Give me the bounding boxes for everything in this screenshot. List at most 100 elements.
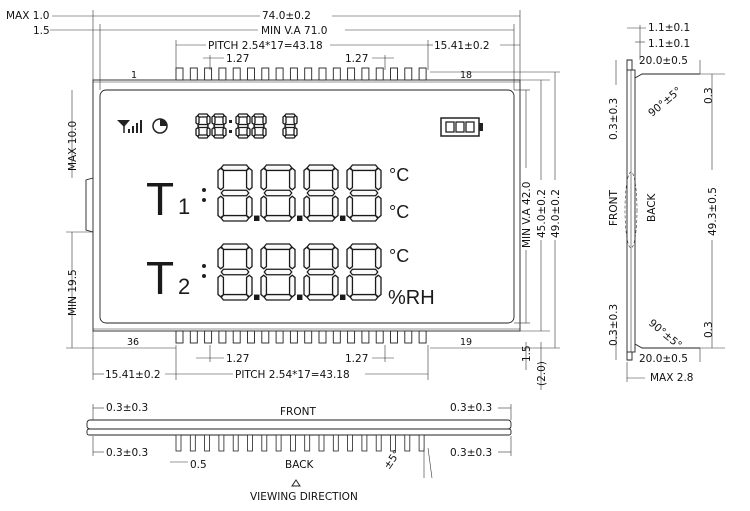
decimal-point (254, 294, 260, 300)
dim-max-top: MAX 1.0 (6, 10, 49, 22)
bottom-pin (247, 434, 253, 452)
bottom-pin (361, 434, 368, 452)
bottom-glass (86, 419, 512, 430)
pin-bottom (418, 330, 427, 344)
pin-top (361, 67, 370, 81)
pin-top (232, 67, 241, 81)
pin-bottom (218, 330, 227, 344)
pin-top (404, 67, 413, 81)
side-dim-5: 0.3 (703, 321, 715, 338)
pin-bottom (332, 330, 341, 344)
bottom-bottom-left: 0.3±0.3 (106, 447, 148, 459)
pin-top (390, 67, 398, 81)
clock-icon (152, 118, 168, 134)
unit-humidity: %RH (388, 287, 435, 309)
clock-digit (195, 113, 211, 139)
side-angle-top: 90°±5° (646, 85, 684, 119)
bottom-pin-width: 0.5 (190, 459, 207, 471)
unit-celsius-1: °C (389, 165, 409, 185)
signal-icon (117, 120, 142, 133)
dim-bottom-offset: 1.5 (521, 345, 533, 362)
side-dim-1: 1.1±0.1 (648, 22, 690, 34)
decimal-point (254, 215, 260, 221)
side-height: 49.3±0.5 (707, 187, 719, 236)
bottom-pin (218, 434, 225, 452)
pin-top (347, 67, 356, 81)
bottom-pin (261, 434, 268, 452)
bottom-bottom-right: 0.3±0.3 (450, 447, 492, 459)
clock-digit (211, 113, 227, 139)
pin-label-last-bottom: 19 (460, 337, 472, 348)
pin-top (218, 67, 227, 81)
front-dimensions: MAX 1.0 1.5 74.0±0.2 MIN V.A 71.0 PITCH … (6, 10, 562, 390)
dim-top-offset: 1.5 (33, 25, 50, 37)
pin-bottom (361, 330, 370, 344)
pin-top (332, 67, 341, 81)
dim-pin-pitch-right-top: 1.27 (345, 53, 368, 65)
side-front-label: FRONT (608, 190, 620, 226)
side-view: 1.1±0.1 1.1±0.1 20.0±0.5 0.3 90°±5° 0.3±… (608, 22, 725, 384)
temp2-digit (346, 243, 382, 301)
decimal-point (340, 215, 346, 221)
pin-bottom (189, 330, 198, 344)
pin-top (247, 67, 255, 81)
dim-bottom-offset-ref: (2.0) (536, 361, 548, 386)
viewing-area-outline (99, 89, 515, 324)
clock-digits (195, 113, 298, 139)
temp1-digit (303, 164, 346, 222)
side-back-label: BACK (646, 192, 658, 222)
decimal-point (340, 294, 346, 300)
side-dim-2: 1.1±0.1 (648, 38, 690, 50)
t2-label: T (146, 252, 174, 304)
clock-digit (282, 113, 298, 139)
pin-row-top (175, 67, 427, 81)
temp2-digit (217, 243, 260, 301)
temp2-digit (260, 243, 303, 301)
pin-bottom (404, 330, 413, 344)
dim-pin-pitch-right-bottom: 1.27 (345, 353, 368, 365)
lcd-segments: T 1 T 2 °C °C °C %RH (117, 113, 483, 309)
dim-va-height: MIN V.A 42.0 (521, 182, 533, 248)
unit-celsius-3: °C (389, 246, 409, 266)
pin-top (318, 67, 327, 81)
pin-bottom (204, 330, 213, 344)
bottom-pin (289, 434, 296, 452)
temp2-digit (303, 243, 346, 301)
dim-offset-top-right: 15.41±0.2 (434, 40, 490, 52)
bottom-top-left: 0.3±0.3 (106, 402, 148, 414)
bottom-angle: ±5° (382, 448, 404, 472)
pin-bottom (175, 330, 184, 344)
temp1-digit (260, 164, 303, 222)
pin-label-first-bottom: 36 (127, 337, 139, 348)
bottom-pin (175, 434, 182, 452)
pin-bottom (232, 330, 241, 344)
side-angle-bottom: 90°±5° (646, 317, 684, 351)
pin-bottom (347, 330, 356, 344)
bottom-pin-row (175, 434, 425, 452)
pin-top (304, 67, 313, 81)
dim-pin-pitch-left-top: 1.27 (226, 53, 249, 65)
pin-top (189, 67, 198, 81)
viewing-direction-label: VIEWING DIRECTION (250, 491, 358, 503)
dim-pitch-top: PITCH 2.54*17=43.18 (208, 40, 323, 52)
clock-digit (251, 113, 267, 139)
pin-row-bottom (175, 330, 427, 344)
pin-top (418, 67, 427, 81)
bottom-back-label: BACK (285, 459, 315, 471)
pin-top (275, 67, 284, 81)
bottom-top-right: 0.3±0.3 (450, 402, 492, 414)
pin-bottom (275, 330, 284, 344)
side-dim-4: 0.3 (703, 87, 715, 104)
pin-top (375, 67, 384, 81)
pin-top (261, 67, 270, 81)
pin-top (289, 67, 298, 81)
bottom-pin (332, 434, 339, 452)
pin-label-last-top: 18 (460, 70, 472, 81)
bottom-pin (375, 434, 382, 452)
temp1-digit (217, 164, 260, 222)
pin-bottom (304, 330, 313, 344)
t2-subscript: 2 (178, 274, 190, 299)
bottom-pin (189, 434, 196, 452)
pin-bottom (247, 330, 255, 344)
